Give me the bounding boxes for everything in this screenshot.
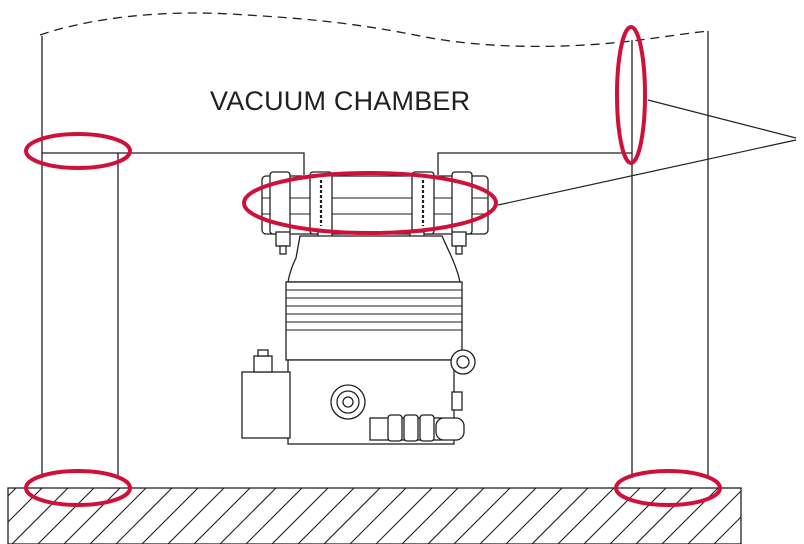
hatch-line (115, 488, 173, 544)
hatch-line (401, 488, 459, 544)
turbopump (241, 171, 489, 445)
hatch-line (557, 488, 615, 544)
port-inner (342, 396, 354, 408)
chamber-top-edge (39, 12, 709, 48)
hatch-line (37, 488, 95, 544)
vent-valve (451, 391, 463, 411)
hatch-line (505, 488, 563, 544)
hatch-line (427, 488, 485, 544)
callout-leaders (497, 99, 797, 206)
hatch-line (297, 488, 355, 544)
side-connector-top (253, 355, 273, 373)
hatch-line (635, 488, 693, 544)
right-flange-ledge (437, 152, 632, 175)
hatch-line (792, 488, 804, 544)
highlight-ellipse-right-wall (615, 25, 647, 165)
chamber-label: VACUUM CHAMBER (210, 86, 471, 116)
highlight-ellipse-left-seal (24, 132, 132, 170)
pump-body (285, 281, 463, 361)
floor-slab (7, 487, 742, 544)
leader-to-flange (497, 139, 797, 206)
highlight-ellipse-bottom-right (614, 469, 722, 507)
side-connector (241, 371, 291, 439)
hatch-line (349, 488, 407, 544)
floor-hatching (8, 488, 804, 544)
hatch-line (11, 488, 69, 544)
hatch-line (739, 542, 741, 544)
left-flange-ledge (42, 152, 305, 175)
hatch-line (271, 488, 329, 544)
hatch-line (63, 488, 121, 544)
leader-to-wall (647, 99, 797, 139)
highlight-ellipse-flange (242, 171, 498, 235)
pump-ribs (286, 289, 462, 331)
hatch-line (375, 488, 433, 544)
hatch-line (453, 488, 511, 544)
highlight-ellipse-bottom-left (24, 469, 132, 507)
vent-knob-center (456, 355, 470, 369)
hatch-line (713, 516, 741, 544)
hatch-line (583, 488, 641, 544)
pump-neck (287, 235, 461, 283)
fitting-nuts (387, 414, 465, 442)
hatch-line (766, 488, 804, 544)
hatch-line (479, 488, 537, 544)
hatch-line (245, 488, 303, 544)
hatch-line (141, 488, 199, 544)
hatch-line (167, 488, 225, 544)
connector-cap (257, 349, 269, 357)
hatch-line (687, 490, 741, 544)
hatch-line (323, 488, 381, 544)
hatch-line (193, 488, 251, 544)
hatch-line (609, 488, 667, 544)
hatch-line (89, 488, 147, 544)
hatch-line (219, 488, 277, 544)
floor (7, 487, 804, 544)
highlight-marks (24, 25, 722, 507)
hatch-line (531, 488, 589, 544)
